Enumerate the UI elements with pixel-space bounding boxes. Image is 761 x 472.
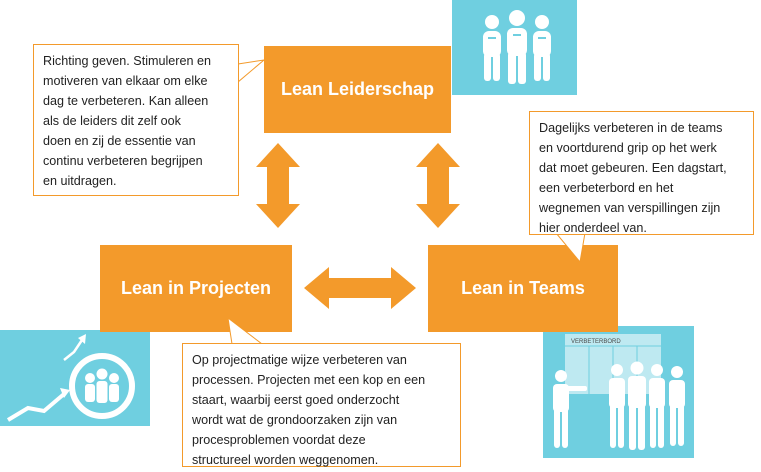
callout-line: procesproblemen voordat deze bbox=[192, 433, 366, 447]
three-people-icon bbox=[483, 10, 551, 84]
callout-line: Op projectmatige wijze verbeteren van bbox=[192, 353, 407, 367]
callout-line: en uitdragen. bbox=[43, 174, 117, 188]
lean-in-teams-label: Lean in Teams bbox=[461, 278, 585, 298]
callout-line: doen en zij de essentie van bbox=[43, 134, 196, 148]
teams-callout: Dagelijks verbeteren in de teams en voor… bbox=[529, 111, 754, 235]
lean-leiderschap-label: Lean Leiderschap bbox=[280, 79, 435, 99]
projecten-callout: Op projectmatige wijze verbeteren van pr… bbox=[182, 343, 461, 467]
board-label: VERBETERBORD bbox=[571, 339, 621, 345]
callout-line: dat moet gebeuren. Een dagstart, bbox=[539, 161, 727, 175]
callout-line: wegnemen van verspillingen zijn bbox=[539, 201, 721, 215]
improvement-board-icon: VERBETERBORD bbox=[553, 334, 685, 450]
callout-line: motiveren van elkaar om elke bbox=[43, 74, 208, 88]
callout-line: structureel worden weggenomen. bbox=[192, 453, 379, 467]
callout-line: en voortdurend grip op het werk bbox=[539, 141, 717, 155]
callout-line: hier onderdeel van. bbox=[539, 221, 647, 235]
callout-line: Richting geven. Stimuleren en bbox=[43, 54, 212, 68]
lean-leiderschap-box: Lean Leiderschap bbox=[264, 46, 451, 133]
callout-line: processen. Projecten met een kop en een bbox=[192, 373, 426, 387]
callout-line: dag te verbeteren. Kan alleen bbox=[43, 94, 209, 108]
lean-in-teams-box: Lean in Teams bbox=[428, 245, 618, 332]
callout-line: als de leiders dit zelf ook bbox=[43, 114, 181, 128]
arrow-projecten-teams bbox=[304, 267, 416, 309]
callout-line: een verbeterbord en het bbox=[539, 181, 674, 195]
lean-in-projecten-box: Lean in Projecten bbox=[100, 245, 292, 332]
callout-line: continu verbeteren begrijpen bbox=[43, 154, 203, 168]
callout-line: Dagelijks verbeteren in de teams bbox=[539, 121, 723, 135]
callout-line: staart, waarbij eerst goed onderzocht bbox=[192, 393, 400, 407]
lean-in-projecten-label: Lean in Projecten bbox=[120, 278, 272, 298]
callout-line: wordt wat de grondoorzaken zijn van bbox=[192, 413, 398, 427]
arrow-leiderschap-projecten bbox=[256, 143, 300, 228]
growth-team-icon bbox=[6, 334, 135, 422]
leiderschap-callout: Richting geven. Stimuleren en motiveren … bbox=[33, 44, 239, 196]
arrow-leiderschap-teams bbox=[416, 143, 460, 228]
